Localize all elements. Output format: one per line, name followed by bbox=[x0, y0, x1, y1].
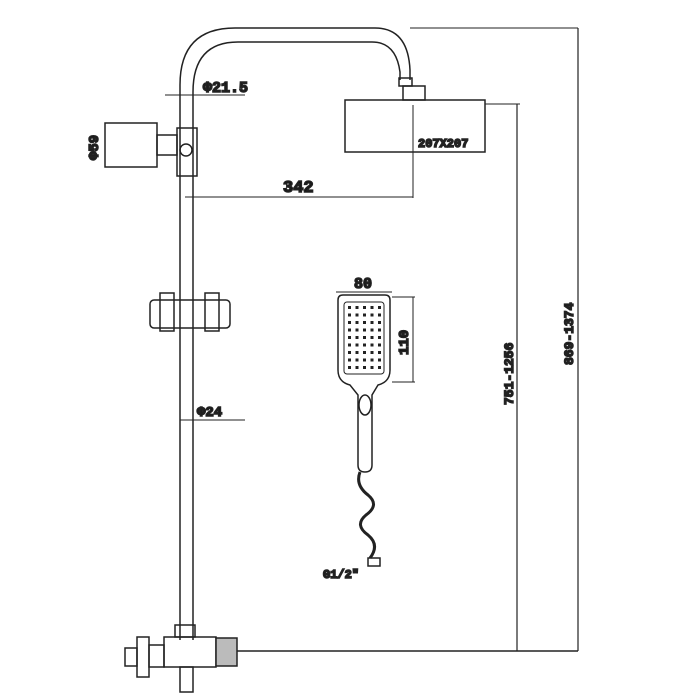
nozzle bbox=[355, 351, 359, 354]
head-height-label: 751-1256 bbox=[502, 342, 517, 405]
nozzle bbox=[370, 358, 374, 362]
hand-width-label: 80 bbox=[354, 276, 372, 293]
nozzle bbox=[370, 366, 374, 369]
nozzle bbox=[378, 343, 381, 347]
nozzle bbox=[378, 321, 381, 324]
nozzle bbox=[370, 306, 374, 309]
nozzle bbox=[363, 358, 366, 362]
nozzle bbox=[348, 321, 351, 324]
nozzle bbox=[348, 306, 351, 309]
nozzle bbox=[378, 336, 381, 339]
nozzle bbox=[348, 358, 351, 362]
head-size-label: 207X207 bbox=[418, 137, 468, 151]
nozzle bbox=[348, 366, 351, 369]
nozzle bbox=[363, 328, 366, 332]
nozzle bbox=[363, 351, 366, 354]
nozzle bbox=[348, 328, 351, 332]
nozzle bbox=[378, 358, 381, 362]
nozzle bbox=[355, 366, 359, 369]
rail-diameter-label: Φ24 bbox=[197, 405, 222, 421]
mixer-valve bbox=[124, 624, 578, 693]
arm-diameter-label: Φ21.5 bbox=[203, 80, 248, 97]
nozzle bbox=[378, 328, 381, 332]
hand-shower-nozzles bbox=[348, 306, 381, 369]
total-height-label: 869-1374 bbox=[562, 302, 577, 365]
nozzle bbox=[378, 313, 381, 317]
holder-diameter-label: Φ59 bbox=[87, 135, 103, 160]
nozzle bbox=[370, 343, 374, 347]
overhead-shower-head bbox=[344, 99, 520, 198]
nozzle bbox=[370, 321, 374, 324]
nozzle bbox=[348, 336, 351, 339]
nozzle bbox=[370, 328, 374, 332]
nozzle bbox=[363, 306, 366, 309]
hand-shower bbox=[336, 291, 415, 567]
hand-height-label: 110 bbox=[397, 330, 413, 355]
nozzle bbox=[363, 343, 366, 347]
nozzle bbox=[355, 306, 359, 309]
nozzle bbox=[363, 321, 366, 324]
nozzle bbox=[355, 343, 359, 347]
nozzle bbox=[378, 366, 381, 369]
nozzle bbox=[378, 306, 381, 309]
wall-bracket bbox=[104, 122, 198, 177]
hose-thread-label: G1/2" bbox=[323, 568, 359, 582]
nozzle bbox=[355, 313, 359, 317]
nozzle bbox=[348, 351, 351, 354]
nozzle bbox=[363, 366, 366, 369]
nozzle bbox=[370, 351, 374, 354]
shower-rail bbox=[179, 27, 426, 640]
nozzle bbox=[355, 336, 359, 339]
arm-reach-label: 342 bbox=[283, 179, 314, 198]
nozzle bbox=[355, 328, 359, 332]
nozzle bbox=[363, 313, 366, 317]
nozzle bbox=[348, 343, 351, 347]
nozzle bbox=[355, 321, 359, 324]
nozzle bbox=[363, 336, 366, 339]
nozzle bbox=[378, 351, 381, 354]
nozzle bbox=[348, 313, 351, 317]
nozzle bbox=[370, 313, 374, 317]
nozzle bbox=[370, 336, 374, 339]
nozzle bbox=[355, 358, 359, 362]
rail-slider bbox=[149, 292, 231, 332]
